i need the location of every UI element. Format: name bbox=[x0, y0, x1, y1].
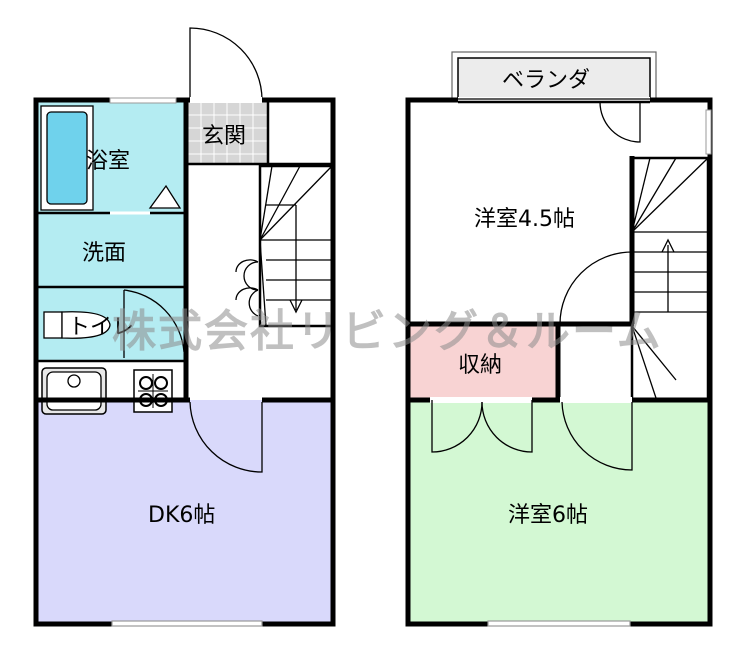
balcony-area bbox=[457, 57, 651, 99]
stairs-floor-1 bbox=[258, 164, 334, 328]
entrance-tile-grid bbox=[188, 102, 268, 164]
bath-window bbox=[109, 97, 177, 104]
western-large-area bbox=[410, 400, 708, 624]
kitchen-sink bbox=[41, 367, 107, 415]
stove-icon bbox=[133, 369, 173, 413]
entrance-label: 玄関 bbox=[202, 124, 246, 149]
storage-label: 収納 bbox=[458, 353, 502, 378]
dk-door-swing bbox=[189, 401, 263, 473]
dk-window bbox=[111, 620, 263, 627]
balcony-door-swing bbox=[599, 101, 641, 143]
western-large-window bbox=[487, 620, 631, 627]
western-small-door-swing bbox=[559, 251, 633, 325]
dk-area bbox=[38, 400, 332, 624]
storage-area bbox=[410, 326, 558, 398]
washroom-label: 洗面 bbox=[82, 241, 126, 266]
side-window bbox=[705, 109, 712, 155]
dk-label: DK6帖 bbox=[148, 503, 215, 528]
toilet-fixture bbox=[43, 311, 111, 339]
watermark-text: 株式会社リビング＆ルーム bbox=[112, 306, 663, 357]
toilet-door-swing bbox=[123, 289, 185, 358]
bath-drain-icon bbox=[148, 184, 182, 209]
storage-double-door bbox=[430, 397, 533, 453]
floor-1 bbox=[33, 27, 336, 627]
balcony-label: ベランダ bbox=[502, 68, 590, 93]
floor-1-partitions bbox=[36, 100, 333, 403]
entrance-door-swing bbox=[189, 27, 263, 101]
closet-folding-door bbox=[235, 259, 259, 317]
toilet-label: トイレ bbox=[68, 315, 134, 340]
western-small-area bbox=[410, 102, 632, 324]
western-large-door bbox=[560, 397, 633, 471]
stairs-floor-2 bbox=[630, 156, 710, 402]
bath-label: 浴室 bbox=[86, 149, 130, 174]
western-small-label: 洋室4.5帖 bbox=[474, 207, 575, 232]
western-large-label: 洋室6帖 bbox=[508, 503, 588, 528]
floor-2 bbox=[405, 51, 713, 627]
bathtub-basin bbox=[46, 111, 88, 205]
washroom-area bbox=[38, 214, 184, 286]
